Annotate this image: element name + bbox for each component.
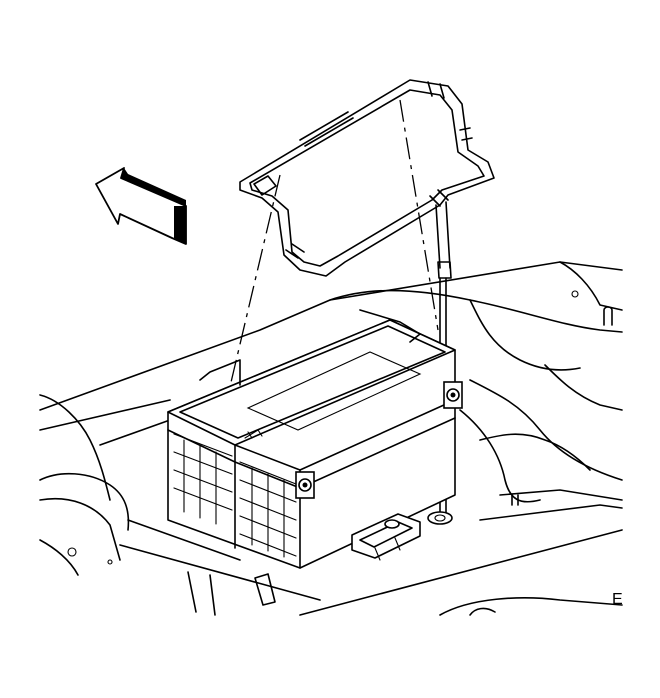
battery-hold-down-retainer bbox=[239, 79, 495, 277]
battery-terminal-negative bbox=[443, 381, 463, 409]
battery-hold-down-clamp bbox=[351, 513, 421, 561]
battery bbox=[167, 309, 456, 569]
figure-reference-code: E bbox=[612, 591, 623, 608]
forward-arrow-icon bbox=[95, 167, 187, 245]
battery-handle-grid bbox=[173, 433, 297, 558]
battery-terminal-positive bbox=[295, 471, 315, 499]
vehicle-body-structure bbox=[39, 261, 623, 616]
